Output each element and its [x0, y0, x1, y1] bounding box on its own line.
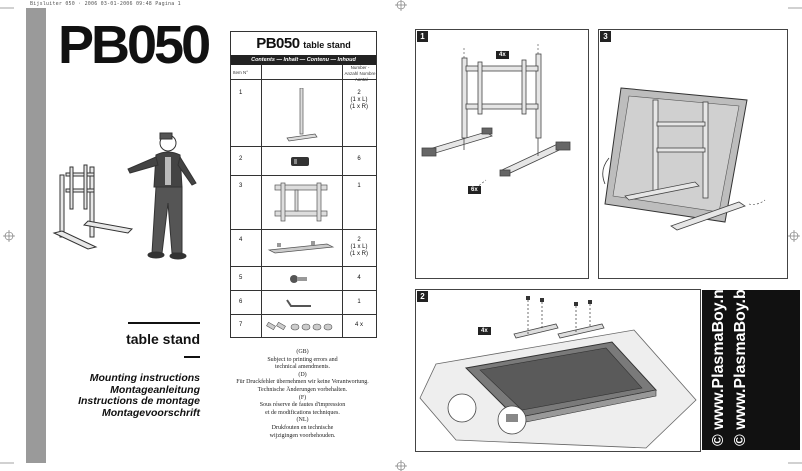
- parts-list: PB050 table stand Contents — Inhalt — Co…: [230, 31, 377, 338]
- row-note: (1 x R): [350, 104, 368, 110]
- parts-title: PB050 table stand: [231, 32, 376, 55]
- qty-badge: 6x: [468, 186, 481, 194]
- disclaimer-line: technical amendments.: [275, 364, 330, 371]
- cover-subtitle: table stand: [126, 331, 200, 347]
- brand-block: © www.PlasmaBoy.nl © www.PlasmaBoy.be: [702, 280, 800, 450]
- cover-rule: [128, 322, 200, 324]
- cover-title: PB050: [58, 15, 211, 75]
- parts-title-model: PB050: [256, 35, 300, 52]
- brand-url-be: © www.PlasmaBoy.be: [732, 280, 749, 446]
- disclaimer-line: et de modifications techniques.: [265, 409, 340, 416]
- brand-url-nl: © www.PlasmaBoy.nl: [710, 284, 727, 446]
- instruction-nl: Montagevoorschrift: [101, 406, 200, 419]
- disclaimer-line: (NL): [296, 417, 309, 424]
- part-base-icon: [267, 241, 335, 254]
- table-row: 3 1: [231, 175, 376, 230]
- part-frame-icon: [274, 182, 328, 222]
- disclaimer-line: (GB): [296, 349, 309, 355]
- row-number: 1: [239, 90, 243, 96]
- disclaimer-line: Technische Änderungen vorbehalten.: [257, 386, 348, 393]
- table-row: 5 4: [231, 266, 376, 291]
- table-row: 2 6: [231, 146, 376, 176]
- step-2-illustration: [419, 296, 697, 449]
- disclaimer-line: Subject to printing errors and: [267, 356, 338, 363]
- cover-illustration: [52, 132, 197, 260]
- table-row: 4 2 (1 x L) (1 x R): [231, 229, 376, 267]
- row-note: (1 x L): [350, 244, 368, 250]
- print-header: Bijsluiter 050 · 2006 03-01-2006 09:48 P…: [30, 1, 181, 7]
- row-note: (1 x L): [350, 97, 368, 103]
- col-divider: [342, 65, 343, 337]
- part-bolt-icon: [290, 275, 307, 283]
- row-qty: 2: [357, 237, 361, 243]
- qty-badge: 4x: [496, 51, 509, 59]
- instruction-en: Mounting instructions: [89, 372, 200, 384]
- disclaimer-line: Für Druckfehler übernehmen wir keine Ver…: [236, 379, 369, 386]
- step-3-panel: 3: [598, 29, 788, 279]
- cover-rule-short: [184, 356, 200, 358]
- row-qty: 6: [357, 156, 361, 162]
- instruction-de: Montageanleitung: [110, 383, 200, 396]
- part-screws-washers-icon: [266, 321, 333, 331]
- part-allen-key-icon: [286, 299, 311, 307]
- contents-bar: Contents — Inhalt — Contenu — Inhoud: [231, 55, 376, 65]
- step-number: 1: [417, 31, 428, 42]
- instruction-fr: Instructions de montage: [78, 395, 200, 407]
- step-number: 2: [417, 291, 428, 302]
- step-1-panel: 1 4x 6x: [415, 29, 589, 279]
- col-item-header: Item N°: [233, 70, 249, 75]
- disclaimer-line: Sous réserve de fautes d'impression: [259, 402, 346, 409]
- step-number: 3: [600, 31, 611, 42]
- part-upright-icon: [286, 88, 318, 142]
- cover-stripe: [26, 8, 46, 463]
- disclaimer-line: wijzigingen voorbehouden.: [269, 432, 336, 439]
- row-qty: 4: [357, 275, 361, 281]
- row-qty: 1: [357, 183, 361, 189]
- disclaimer-line: (F): [298, 394, 307, 401]
- row-number: 3: [239, 183, 243, 189]
- step-3-illustration: [602, 87, 766, 231]
- row-number: 7: [239, 322, 243, 328]
- col-number-header: Number - Anzahl Nombre - Aantal: [344, 65, 376, 82]
- cover-instructions: Mounting instructions Montageanleitung I…: [58, 372, 200, 419]
- row-number: 2: [239, 156, 243, 162]
- step-1-illustration: [421, 44, 571, 189]
- row-number: 6: [239, 299, 243, 305]
- disclaimer: (GB) Subject to printing errors and tech…: [230, 349, 375, 440]
- table-row: 7 4 x: [231, 314, 376, 338]
- row-qty: 4 x: [354, 322, 363, 328]
- table-row: 6 1: [231, 290, 376, 315]
- step-2-panel: 2 4x: [415, 289, 701, 452]
- row-number: 4: [239, 237, 243, 243]
- parts-title-suffix: table stand: [303, 40, 351, 50]
- disclaimer-line: (D): [298, 371, 307, 378]
- row-qty: 1: [357, 299, 361, 305]
- row-note: (1 x R): [350, 251, 368, 257]
- table-row: 1 2 (1 x L) (1 x R): [231, 79, 376, 147]
- qty-badge: 4x: [478, 327, 491, 335]
- row-number: 5: [239, 275, 243, 281]
- row-qty: 2: [357, 90, 361, 96]
- part-clamp-icon: [291, 157, 309, 166]
- disclaimer-line: Drukfouten en technische: [271, 424, 334, 431]
- col-divider: [261, 65, 262, 337]
